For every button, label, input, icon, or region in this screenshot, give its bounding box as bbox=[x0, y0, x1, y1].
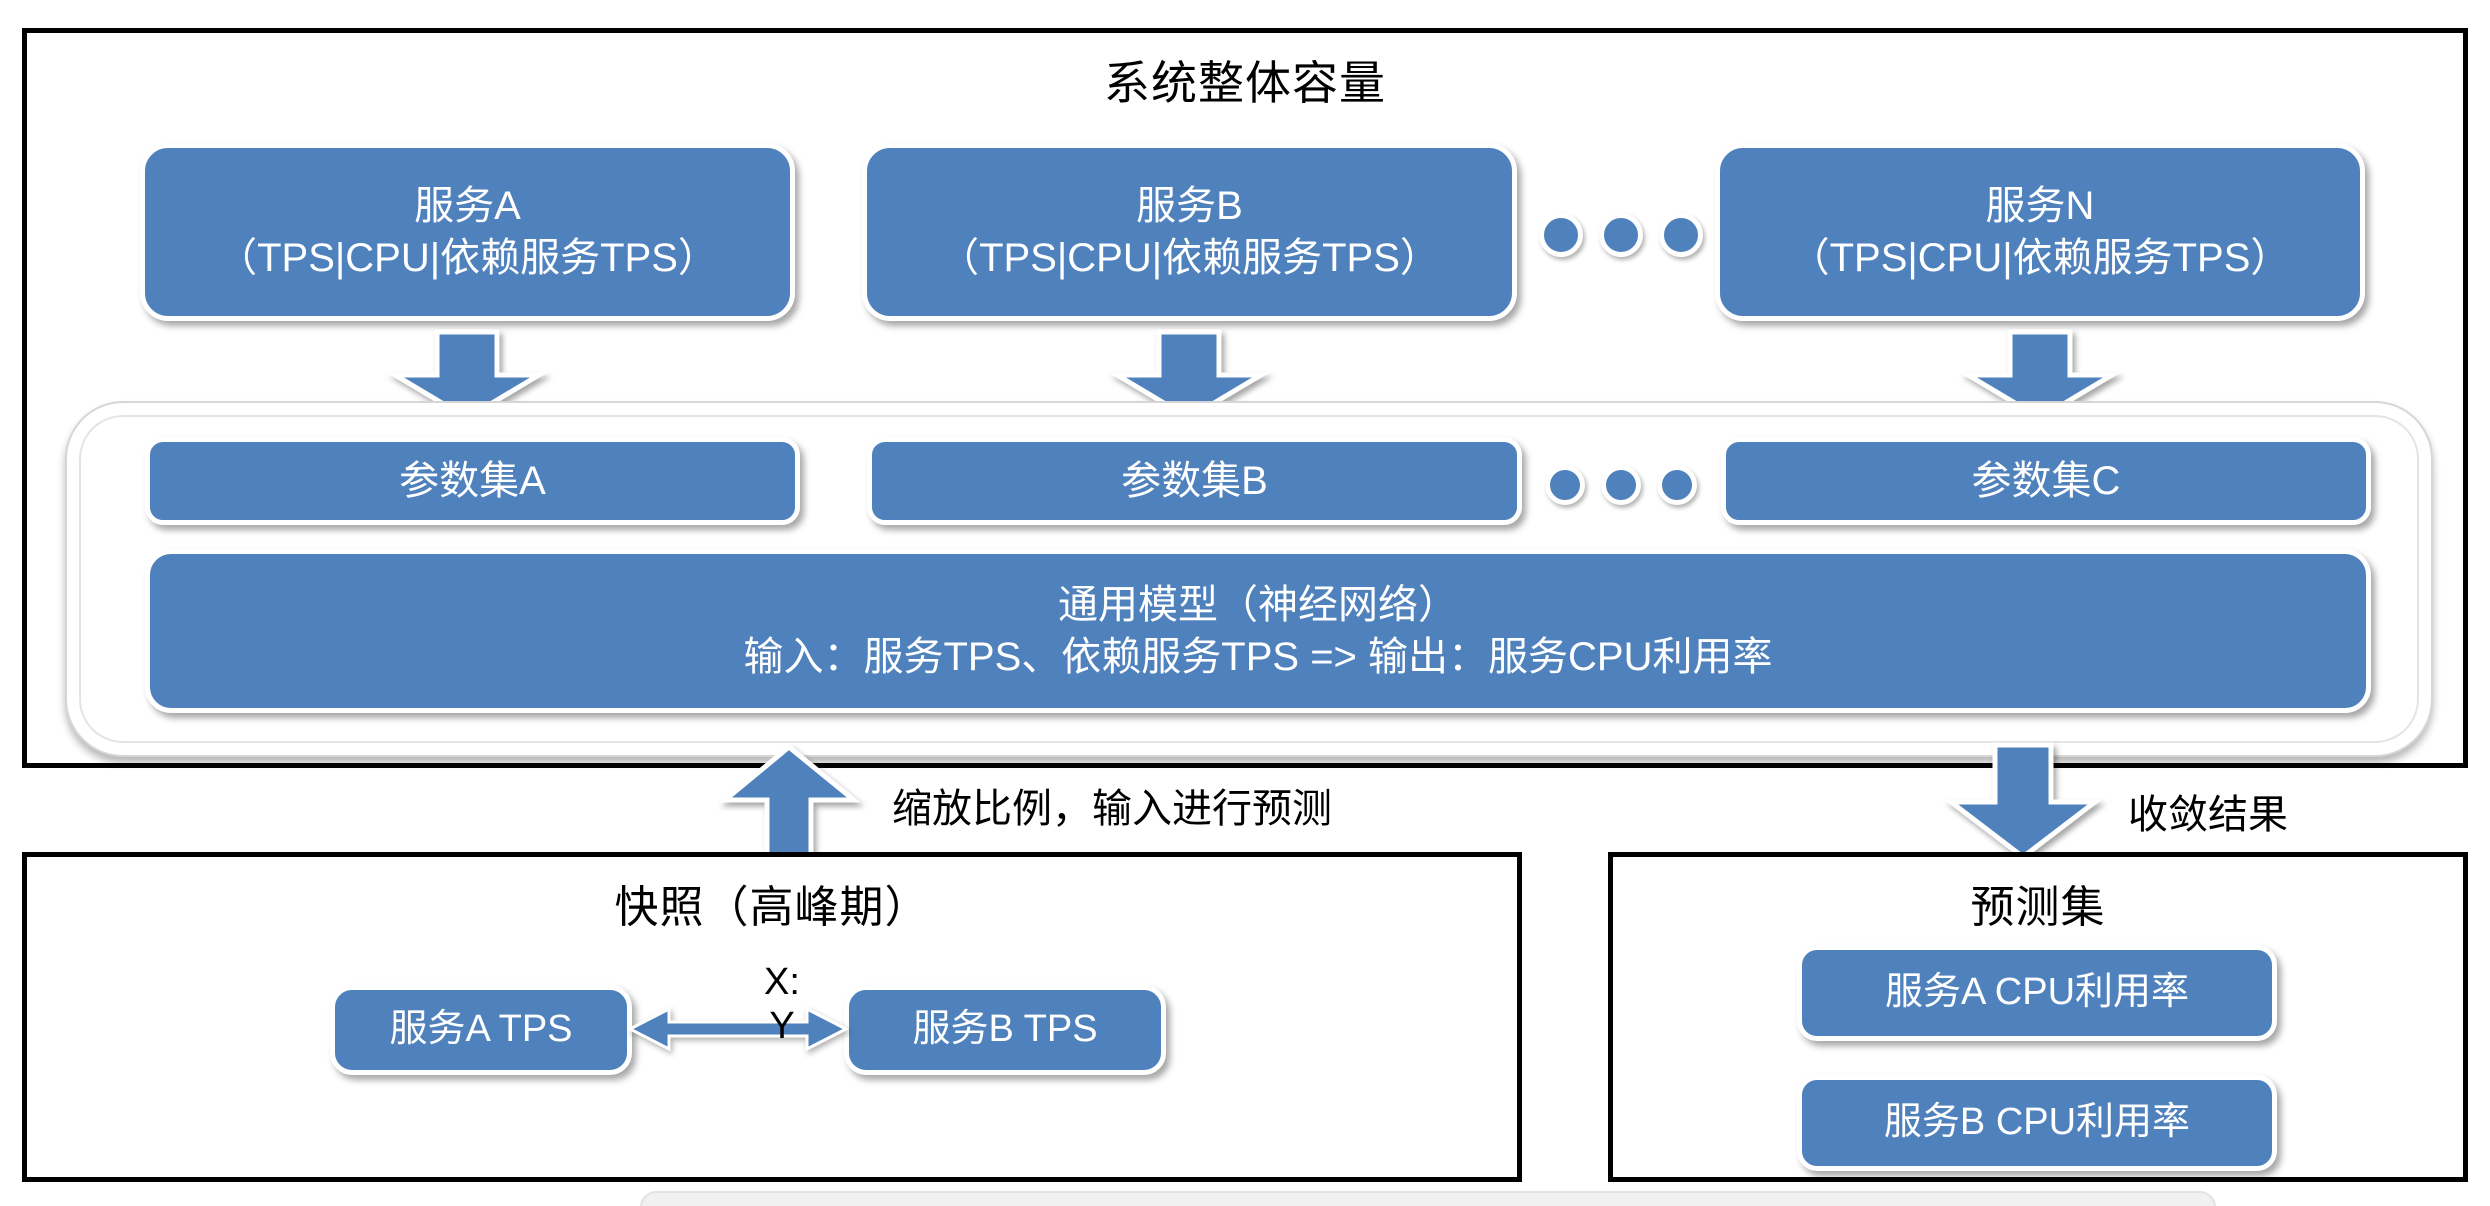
ellipsis-dot bbox=[1657, 465, 1697, 505]
prediction-item-b-label: 服务B CPU利用率 bbox=[1883, 1101, 2191, 1144]
service-b-metrics: （TPS|CPU|依赖服务TPS） bbox=[939, 236, 1440, 280]
service-b-name: 服务B bbox=[1136, 184, 1243, 228]
model-io-spec: 输入：服务TPS、依赖服务TPS => 输出：服务CPU利用率 bbox=[743, 635, 1773, 679]
prediction-item-a: 服务A CPU利用率 bbox=[1797, 945, 2277, 1041]
param-set-b-label: 参数集B bbox=[1121, 459, 1268, 503]
prediction-title: 预测集 bbox=[1970, 883, 2106, 932]
down-arrow-icon bbox=[1958, 329, 2122, 421]
service-b-tps-label: 服务B TPS bbox=[912, 1008, 1098, 1051]
input-flow-label: 缩放比例，输入进行预测 bbox=[892, 787, 1332, 831]
ellipsis-dot bbox=[1539, 213, 1583, 257]
prediction-panel: 预测集 服务A CPU利用率 服务B CPU利用率 bbox=[1608, 852, 2468, 1182]
ellipsis-icon bbox=[1539, 213, 1703, 257]
double-arrow-icon bbox=[626, 1006, 850, 1052]
service-a-tps-node: 服务A TPS bbox=[330, 985, 632, 1075]
down-arrow-icon bbox=[385, 329, 549, 421]
up-arrow-icon bbox=[718, 743, 862, 858]
model-group-container: 参数集A 参数集B 参数集C 通用模型（神经网络） 输入：服务TPS、依赖服务T… bbox=[65, 401, 2433, 757]
model-title: 通用模型（神经网络） bbox=[1058, 583, 1458, 627]
service-n-metrics: （TPS|CPU|依赖服务TPS） bbox=[1789, 236, 2291, 280]
service-a-metrics: （TPS|CPU|依赖服务TPS） bbox=[217, 236, 718, 280]
ellipsis-dot bbox=[1599, 213, 1643, 257]
snapshot-title: 快照（高峰期） bbox=[614, 883, 930, 932]
ellipsis-dot bbox=[1545, 465, 1585, 505]
service-a-name: 服务A bbox=[414, 184, 521, 228]
xy-ratio-x: X: bbox=[764, 961, 800, 1003]
snapshot-panel: 快照（高峰期） 服务A TPS 服务B TPS X: Y bbox=[22, 852, 1522, 1182]
service-box-b: 服务B （TPS|CPU|依赖服务TPS） bbox=[862, 143, 1517, 321]
service-a-tps-label: 服务A TPS bbox=[389, 1008, 573, 1051]
ellipsis-dot bbox=[1659, 213, 1703, 257]
system-capacity-title: 系统整体容量 bbox=[1104, 57, 1386, 109]
system-capacity-panel: 系统整体容量 服务A （TPS|CPU|依赖服务TPS） 服务B （TPS|CP… bbox=[22, 28, 2468, 768]
param-set-c-box: 参数集C bbox=[1721, 437, 2371, 525]
ellipsis-icon bbox=[1545, 465, 1697, 505]
prediction-item-a-label: 服务A CPU利用率 bbox=[1884, 971, 2190, 1014]
service-n-name: 服务N bbox=[1985, 184, 2095, 228]
xy-ratio-label: X: Y bbox=[717, 961, 847, 1048]
param-set-b-box: 参数集B bbox=[867, 437, 1522, 525]
ellipsis-dot bbox=[1601, 465, 1641, 505]
output-flow-label: 收敛结果 bbox=[2128, 793, 2288, 837]
xy-ratio-y: Y bbox=[769, 1004, 795, 1047]
prediction-item-b: 服务B CPU利用率 bbox=[1797, 1075, 2277, 1171]
down-arrow-icon bbox=[1107, 329, 1271, 421]
service-box-n: 服务N （TPS|CPU|依赖服务TPS） bbox=[1715, 143, 2365, 321]
down-arrow-icon bbox=[1943, 742, 2103, 861]
param-set-a-label: 参数集A bbox=[399, 459, 546, 503]
param-set-c-label: 参数集C bbox=[1971, 459, 2121, 503]
service-box-a: 服务A （TPS|CPU|依赖服务TPS） bbox=[140, 143, 795, 321]
param-set-a-box: 参数集A bbox=[145, 437, 800, 525]
service-b-tps-node: 服务B TPS bbox=[844, 985, 1166, 1075]
general-model-box: 通用模型（神经网络） 输入：服务TPS、依赖服务TPS => 输出：服务CPU利… bbox=[145, 549, 2371, 713]
cropped-shape bbox=[640, 1191, 2216, 1206]
